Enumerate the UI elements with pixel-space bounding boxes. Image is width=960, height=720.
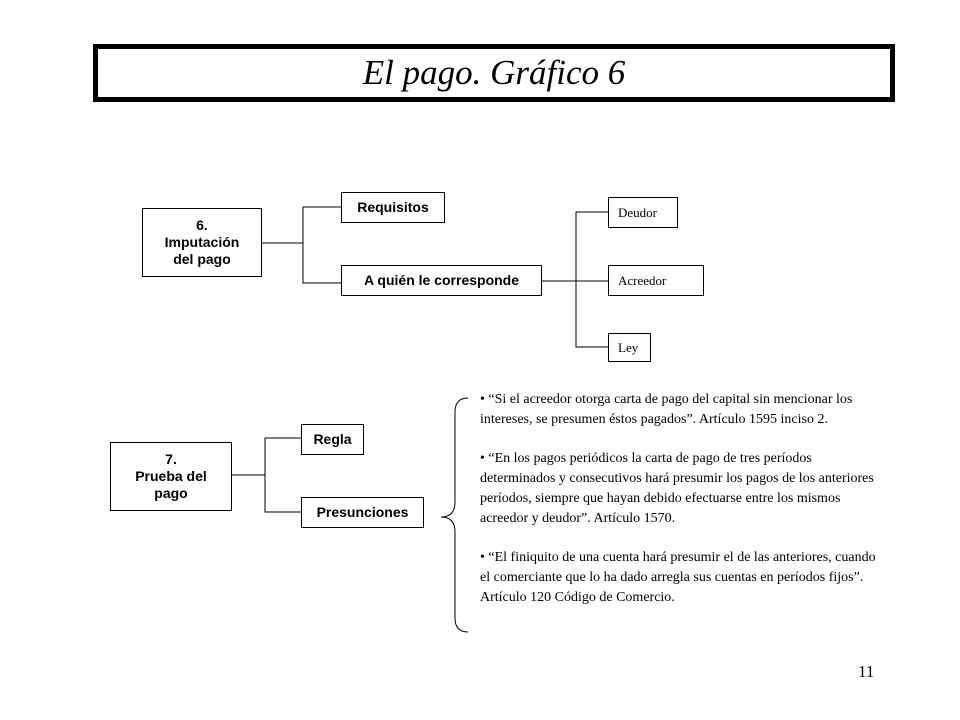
presumption-item-2: • “En los pagos periódicos la carta de p… bbox=[480, 451, 874, 526]
connector-6-branch bbox=[302, 206, 341, 284]
curly-brace bbox=[440, 397, 469, 633]
section-7-box: 7. Prueba del pago bbox=[110, 442, 232, 511]
presumption-item-1: • “Si el acreedor otorga carta de pago d… bbox=[480, 392, 853, 427]
regla-box: Regla bbox=[301, 424, 364, 455]
deudor-box: Deudor bbox=[608, 197, 678, 228]
presumption-list: • “Si el acreedor otorga carta de pago d… bbox=[480, 390, 880, 627]
page-number: 11 bbox=[858, 662, 875, 681]
connector-7-branch bbox=[264, 437, 301, 513]
a-quien-box: A quién le corresponde bbox=[341, 265, 542, 296]
slide-title: El pago. Gráfico 6 bbox=[362, 53, 626, 92]
presumption-item-3: • “El finiquito de una cuenta hará presu… bbox=[480, 550, 876, 605]
title-box: El pago. Gráfico 6 bbox=[93, 44, 895, 102]
ley-box: Ley bbox=[608, 333, 651, 362]
connector-recipients-branch bbox=[575, 211, 608, 348]
section-6-box: 6. Imputación del pago bbox=[142, 208, 262, 277]
acreedor-box: Acreedor bbox=[608, 265, 704, 296]
requisitos-box: Requisitos bbox=[341, 192, 445, 223]
presunciones-box: Presunciones bbox=[301, 497, 424, 528]
